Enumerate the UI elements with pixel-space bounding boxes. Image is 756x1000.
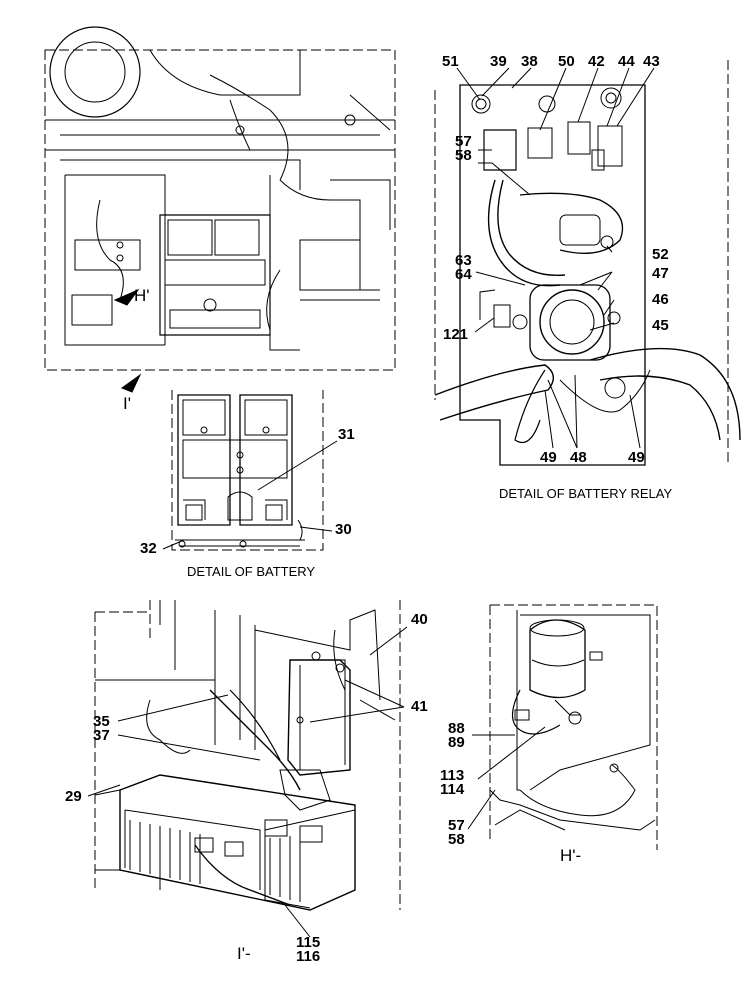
battery-detail-drawing bbox=[163, 390, 337, 550]
view-h-caption: H'- bbox=[560, 846, 582, 865]
overview-drawing bbox=[45, 27, 395, 392]
arrow-i-label: I' bbox=[123, 394, 131, 413]
callout-35: 35 bbox=[93, 713, 110, 730]
battery-relay-drawing bbox=[435, 60, 740, 465]
callout-45: 45 bbox=[652, 317, 669, 334]
callout-49-left: 49 bbox=[540, 449, 557, 466]
callout-52: 52 bbox=[652, 246, 669, 263]
callout-37: 37 bbox=[93, 727, 110, 744]
callout-88: 88 bbox=[448, 720, 465, 737]
callout-44: 44 bbox=[618, 53, 635, 70]
callout-121: 121 bbox=[443, 326, 469, 343]
callout-47: 47 bbox=[652, 265, 669, 282]
callout-32: 32 bbox=[140, 540, 157, 557]
callout-51: 51 bbox=[442, 53, 459, 70]
callout-114: 114 bbox=[440, 781, 465, 798]
callout-116: 116 bbox=[296, 948, 321, 965]
callout-113: 113 bbox=[440, 767, 465, 784]
callout-64: 64 bbox=[455, 266, 472, 283]
view-h-drawing bbox=[468, 605, 657, 850]
callout-89: 89 bbox=[448, 734, 465, 751]
battery-relay-caption: DETAIL OF BATTERY RELAY bbox=[499, 486, 673, 501]
callout-58-h: 58 bbox=[448, 831, 465, 848]
callout-48: 48 bbox=[570, 449, 587, 466]
callout-49-right: 49 bbox=[628, 449, 645, 466]
callout-46: 46 bbox=[652, 291, 669, 308]
view-i-caption: I'- bbox=[237, 944, 251, 963]
view-i-drawing bbox=[88, 600, 407, 937]
callout-57-h: 57 bbox=[448, 817, 465, 834]
callout-42: 42 bbox=[588, 53, 605, 70]
callout-40: 40 bbox=[411, 611, 428, 628]
callout-38: 38 bbox=[521, 53, 538, 70]
callout-31: 31 bbox=[338, 426, 355, 443]
callout-115: 115 bbox=[296, 934, 321, 951]
callout-30: 30 bbox=[335, 521, 352, 538]
callout-43: 43 bbox=[643, 53, 660, 70]
callout-39: 39 bbox=[490, 53, 507, 70]
battery-detail-caption: DETAIL OF BATTERY bbox=[187, 564, 316, 579]
callout-50: 50 bbox=[558, 53, 575, 70]
arrow-h-label: H' bbox=[134, 286, 150, 305]
callout-29: 29 bbox=[65, 788, 82, 805]
callout-63: 63 bbox=[455, 252, 472, 269]
callout-57: 57 bbox=[455, 133, 472, 150]
callout-58: 58 bbox=[455, 147, 472, 164]
callout-41: 41 bbox=[411, 698, 428, 715]
